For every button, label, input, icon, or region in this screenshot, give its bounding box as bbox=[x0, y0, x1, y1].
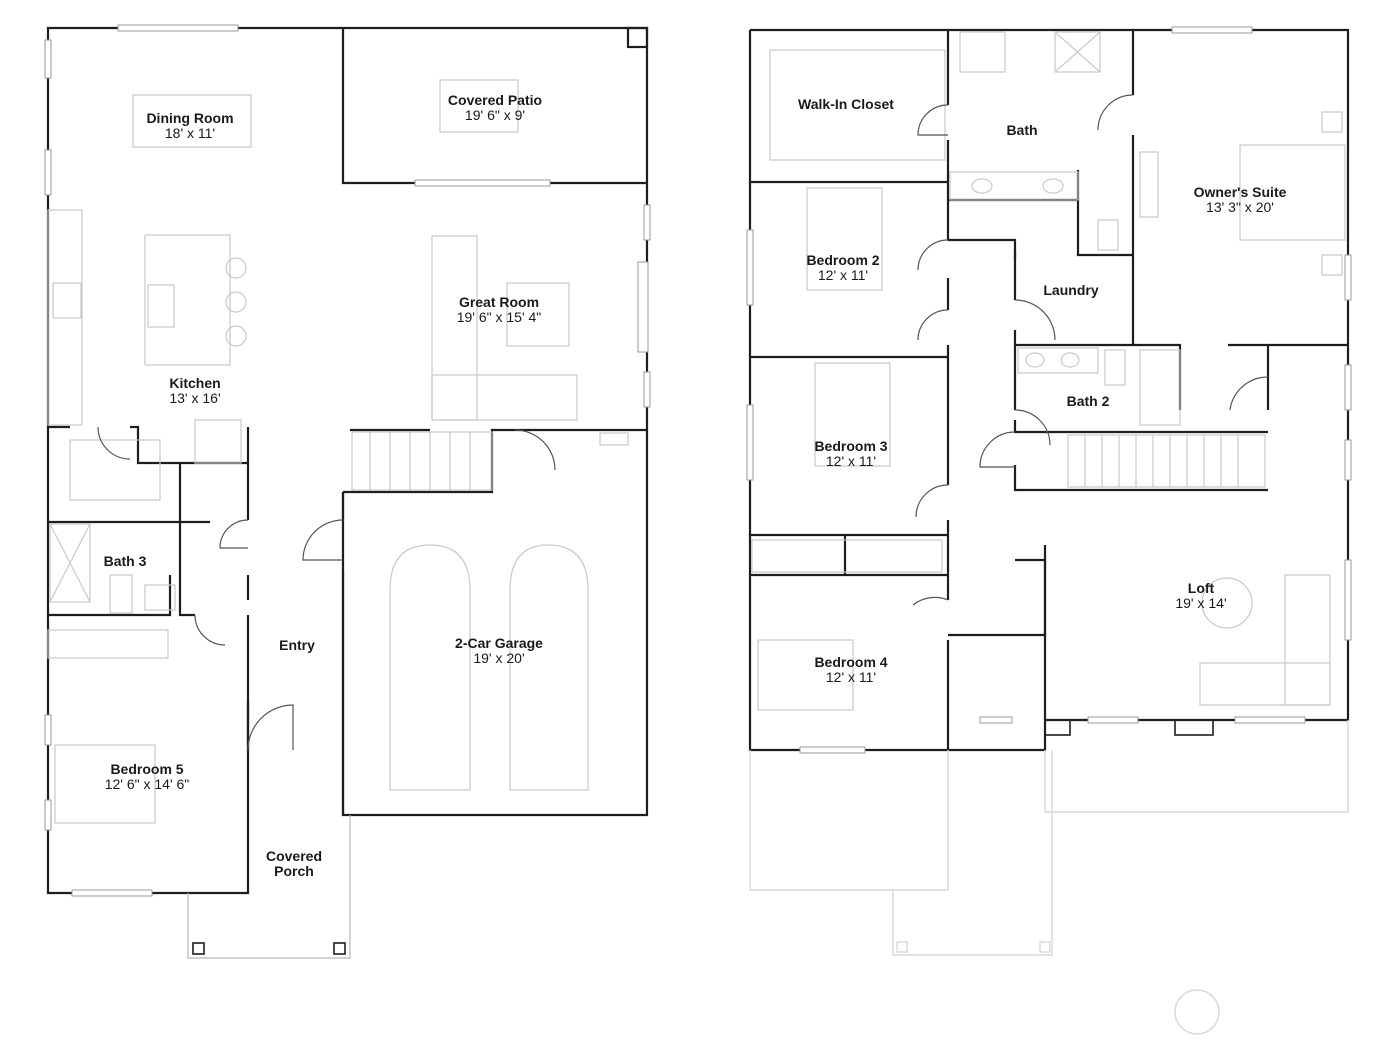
room-name: Walk-In Closet bbox=[798, 96, 894, 112]
second-floor-doors bbox=[912, 94, 1269, 606]
room-dims: 12' x 11' bbox=[817, 267, 869, 283]
room-name: Bath 2 bbox=[1066, 393, 1110, 409]
room-label-bath: Bath bbox=[1006, 123, 1037, 138]
room-name: Bath bbox=[1006, 122, 1038, 138]
first-floor-windows bbox=[44, 24, 651, 897]
room-label-walk-in-closet: Walk-In Closet bbox=[798, 97, 894, 112]
room-name: Great Room bbox=[458, 294, 540, 310]
room-name: Loft bbox=[1187, 580, 1215, 596]
room-name: Bedroom 3 bbox=[814, 438, 888, 454]
room-dims: 12' x 11' bbox=[825, 453, 877, 469]
room-dims: 19' 6" x 9' bbox=[464, 107, 526, 123]
room-dims: 19' x 20' bbox=[473, 650, 525, 666]
room-dims: 13' 3" x 20' bbox=[1206, 199, 1274, 215]
room-name: Covered Patio bbox=[447, 92, 543, 108]
room-name: Bedroom 4 bbox=[814, 654, 888, 670]
room-name: Bedroom 5 bbox=[110, 761, 184, 777]
room-name: Laundry bbox=[1043, 282, 1099, 298]
second-floor-windows bbox=[746, 26, 1352, 754]
room-label-laundry: Laundry bbox=[1043, 283, 1098, 298]
room-dims: 13' x 16' bbox=[169, 390, 221, 406]
room-name: 2-Car Garage bbox=[455, 635, 543, 651]
room-name: Kitchen bbox=[169, 375, 221, 391]
room-name: Covered Porch bbox=[265, 848, 323, 879]
room-dims: 19' x 14' bbox=[1175, 595, 1227, 611]
room-dims: 19' 6" x 15' 4" bbox=[456, 309, 542, 325]
first-floor-walls bbox=[46, 26, 649, 959]
first-floor-doors bbox=[97, 426, 556, 751]
room-name: Dining Room bbox=[146, 110, 234, 126]
room-label-entry: Entry bbox=[279, 638, 315, 653]
room-name: Owner's Suite bbox=[1193, 184, 1287, 200]
second-floor-fixtures bbox=[751, 31, 1346, 711]
room-dims: 12' 6" x 14' 6" bbox=[104, 776, 190, 792]
room-label-bath-3: Bath 3 bbox=[104, 554, 147, 569]
room-name: Bedroom 2 bbox=[806, 252, 880, 268]
room-label-bath-2: Bath 2 bbox=[1067, 394, 1110, 409]
room-label-covered-porch: Covered Porch bbox=[254, 849, 334, 879]
room-dims: 18' x 11' bbox=[164, 125, 216, 141]
second-floor-porch-outline bbox=[749, 720, 1349, 1035]
room-dims: 12' x 11' bbox=[825, 669, 877, 685]
first-floor-fixtures bbox=[47, 79, 629, 824]
room-name: Bath 3 bbox=[103, 553, 147, 569]
room-name: Entry bbox=[279, 637, 315, 653]
second-floor-walls bbox=[748, 28, 1350, 752]
